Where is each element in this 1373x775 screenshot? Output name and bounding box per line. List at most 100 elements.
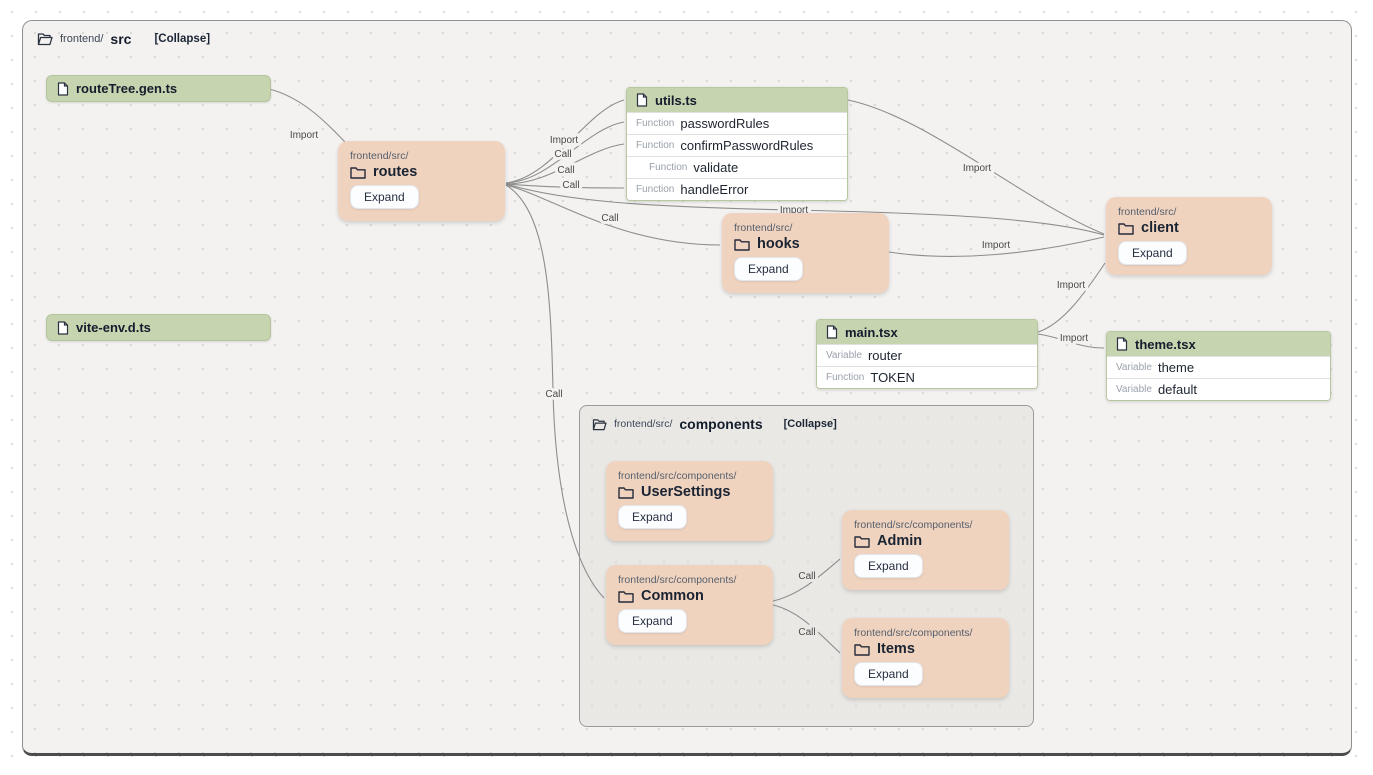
folder-path: frontend/src/components/ [618, 574, 737, 586]
folder-icon [854, 535, 870, 548]
folder-name: UserSettings [641, 484, 731, 500]
symbol-row-validate[interactable]: Function validate [627, 156, 847, 178]
open-folder-icon [37, 32, 53, 46]
expand-button-admin[interactable]: Expand [854, 554, 923, 578]
edge-label: Import [550, 135, 579, 146]
symbol-name: passwordRules [680, 116, 770, 131]
folder-name: Common [641, 588, 704, 604]
symbol-kind: Variable [826, 350, 862, 361]
folder-path: frontend/src/components/ [618, 470, 737, 482]
edge-label: Import [1057, 280, 1086, 291]
symbol-name: default [1157, 382, 1197, 397]
symbol-row-TOKEN[interactable]: Function TOKEN [817, 366, 1037, 388]
expand-button-routes[interactable]: Expand [350, 185, 419, 209]
edge-label: Call [545, 389, 562, 400]
node-hooks[interactable]: frontend/src/ hooks Expand [722, 213, 889, 293]
file-name: main.tsx [845, 324, 898, 340]
folder-icon [618, 590, 634, 603]
folder-path: frontend/src/components/ [854, 627, 973, 639]
file-icon [57, 320, 69, 335]
node-items[interactable]: frontend/src/components/ Items Expand [842, 618, 1009, 698]
symbol-row-passwordRules[interactable]: Function passwordRules [627, 112, 847, 134]
folder-name: client [1141, 220, 1179, 236]
edge-main-to-client [1037, 262, 1106, 333]
symbol-row-default[interactable]: Variable default [1107, 378, 1330, 400]
edge-label: Call [554, 149, 571, 160]
folder-icon [854, 643, 870, 656]
folder-path: frontend/src/ [350, 150, 409, 162]
node-utils-ts[interactable]: utils.ts Function passwordRules Function… [626, 87, 848, 201]
folder-icon [734, 238, 750, 251]
symbol-name: handleError [680, 182, 749, 197]
file-icon [1116, 337, 1128, 351]
symbol-row-handleError[interactable]: Function handleError [627, 178, 847, 200]
edge-hooks-to-client [888, 236, 1105, 257]
file-header: theme.tsx [1107, 332, 1330, 356]
expand-button-items[interactable]: Expand [854, 662, 923, 686]
expand-button-user-settings[interactable]: Expand [618, 505, 687, 529]
symbol-name: confirmPasswordRules [680, 138, 814, 153]
node-route-tree-gen-ts[interactable]: routeTree.gen.ts [46, 75, 271, 102]
group-components-header: frontend/src/ components [Collapse] [592, 416, 837, 432]
symbol-kind: Function [636, 140, 675, 151]
symbol-name: validate [693, 160, 739, 175]
file-header: utils.ts [627, 88, 847, 112]
edge-label: Call [562, 180, 579, 191]
folder-name: routes [373, 164, 418, 180]
expand-button-hooks[interactable]: Expand [734, 257, 803, 281]
edge-main-to-theme [1037, 333, 1105, 349]
node-main-tsx[interactable]: main.tsx Variable router Function TOKEN [816, 319, 1038, 389]
symbol-name: theme [1157, 360, 1195, 375]
symbol-row-confirmPasswordRules[interactable]: Function confirmPasswordRules [627, 134, 847, 156]
edge-routes-to-password-rules [505, 121, 625, 184]
file-header: main.tsx [817, 320, 1037, 344]
file-icon [826, 325, 838, 339]
symbol-name: router [867, 348, 902, 363]
symbol-row-theme[interactable]: Variable theme [1107, 356, 1330, 378]
node-admin[interactable]: frontend/src/components/ Admin Expand [842, 510, 1009, 590]
folder-icon [350, 166, 366, 179]
folder-path: frontend/src/ [734, 222, 793, 234]
edge-routes-to-utils-file [505, 99, 625, 184]
root-path: frontend/ [60, 33, 104, 45]
graph-canvas-src[interactable]: frontend/ src [Collapse] frontend/src/ c… [22, 20, 1352, 756]
folder-path: frontend/src/ [1118, 206, 1177, 218]
folder-icon [1118, 222, 1134, 235]
edge-label: Import [963, 163, 992, 174]
folder-icon [618, 486, 634, 499]
edge-label: Import [290, 130, 319, 141]
expand-button-common[interactable]: Expand [618, 609, 687, 633]
node-routes[interactable]: frontend/src/ routes Expand [338, 141, 505, 221]
edge-label: Call [557, 165, 574, 176]
file-icon [57, 81, 69, 96]
node-client[interactable]: frontend/src/ client Expand [1106, 197, 1272, 275]
edge-utils-to-client [847, 99, 1105, 235]
folder-name: Admin [877, 533, 923, 549]
node-common[interactable]: frontend/src/components/ Common Expand [606, 565, 773, 645]
symbol-name: TOKEN [870, 370, 915, 385]
file-name: vite-env.d.ts [76, 320, 151, 335]
edge-label: Import [982, 240, 1011, 251]
symbol-kind: Function [636, 118, 675, 129]
node-theme-tsx[interactable]: theme.tsx Variable theme Variable defaul… [1106, 331, 1331, 401]
symbol-kind: Function [636, 184, 675, 195]
expand-button-client[interactable]: Expand [1118, 241, 1187, 265]
file-name: utils.ts [655, 92, 697, 108]
group-components-collapse-button[interactable]: [Collapse] [783, 418, 837, 430]
symbol-row-router[interactable]: Variable router [817, 344, 1037, 366]
node-vite-env-d-ts[interactable]: vite-env.d.ts [46, 314, 271, 341]
open-folder-icon [592, 418, 607, 431]
edge-routes-to-handle-error [505, 183, 625, 189]
folder-name: Items [877, 641, 915, 657]
folder-path: frontend/src/components/ [854, 519, 973, 531]
root-name: src [110, 31, 132, 47]
symbol-kind: Function [826, 372, 865, 383]
node-user-settings[interactable]: frontend/src/components/ UserSettings Ex… [606, 461, 773, 541]
file-name: theme.tsx [1135, 336, 1196, 352]
root-folder-header: frontend/ src [Collapse] [37, 31, 210, 47]
file-name: routeTree.gen.ts [76, 81, 178, 96]
root-collapse-button[interactable]: [Collapse] [154, 33, 211, 45]
edge-label: Import [1060, 333, 1089, 344]
symbol-kind: Variable [1116, 362, 1152, 373]
edge-routes-to-confirm-password-rules [505, 143, 625, 185]
